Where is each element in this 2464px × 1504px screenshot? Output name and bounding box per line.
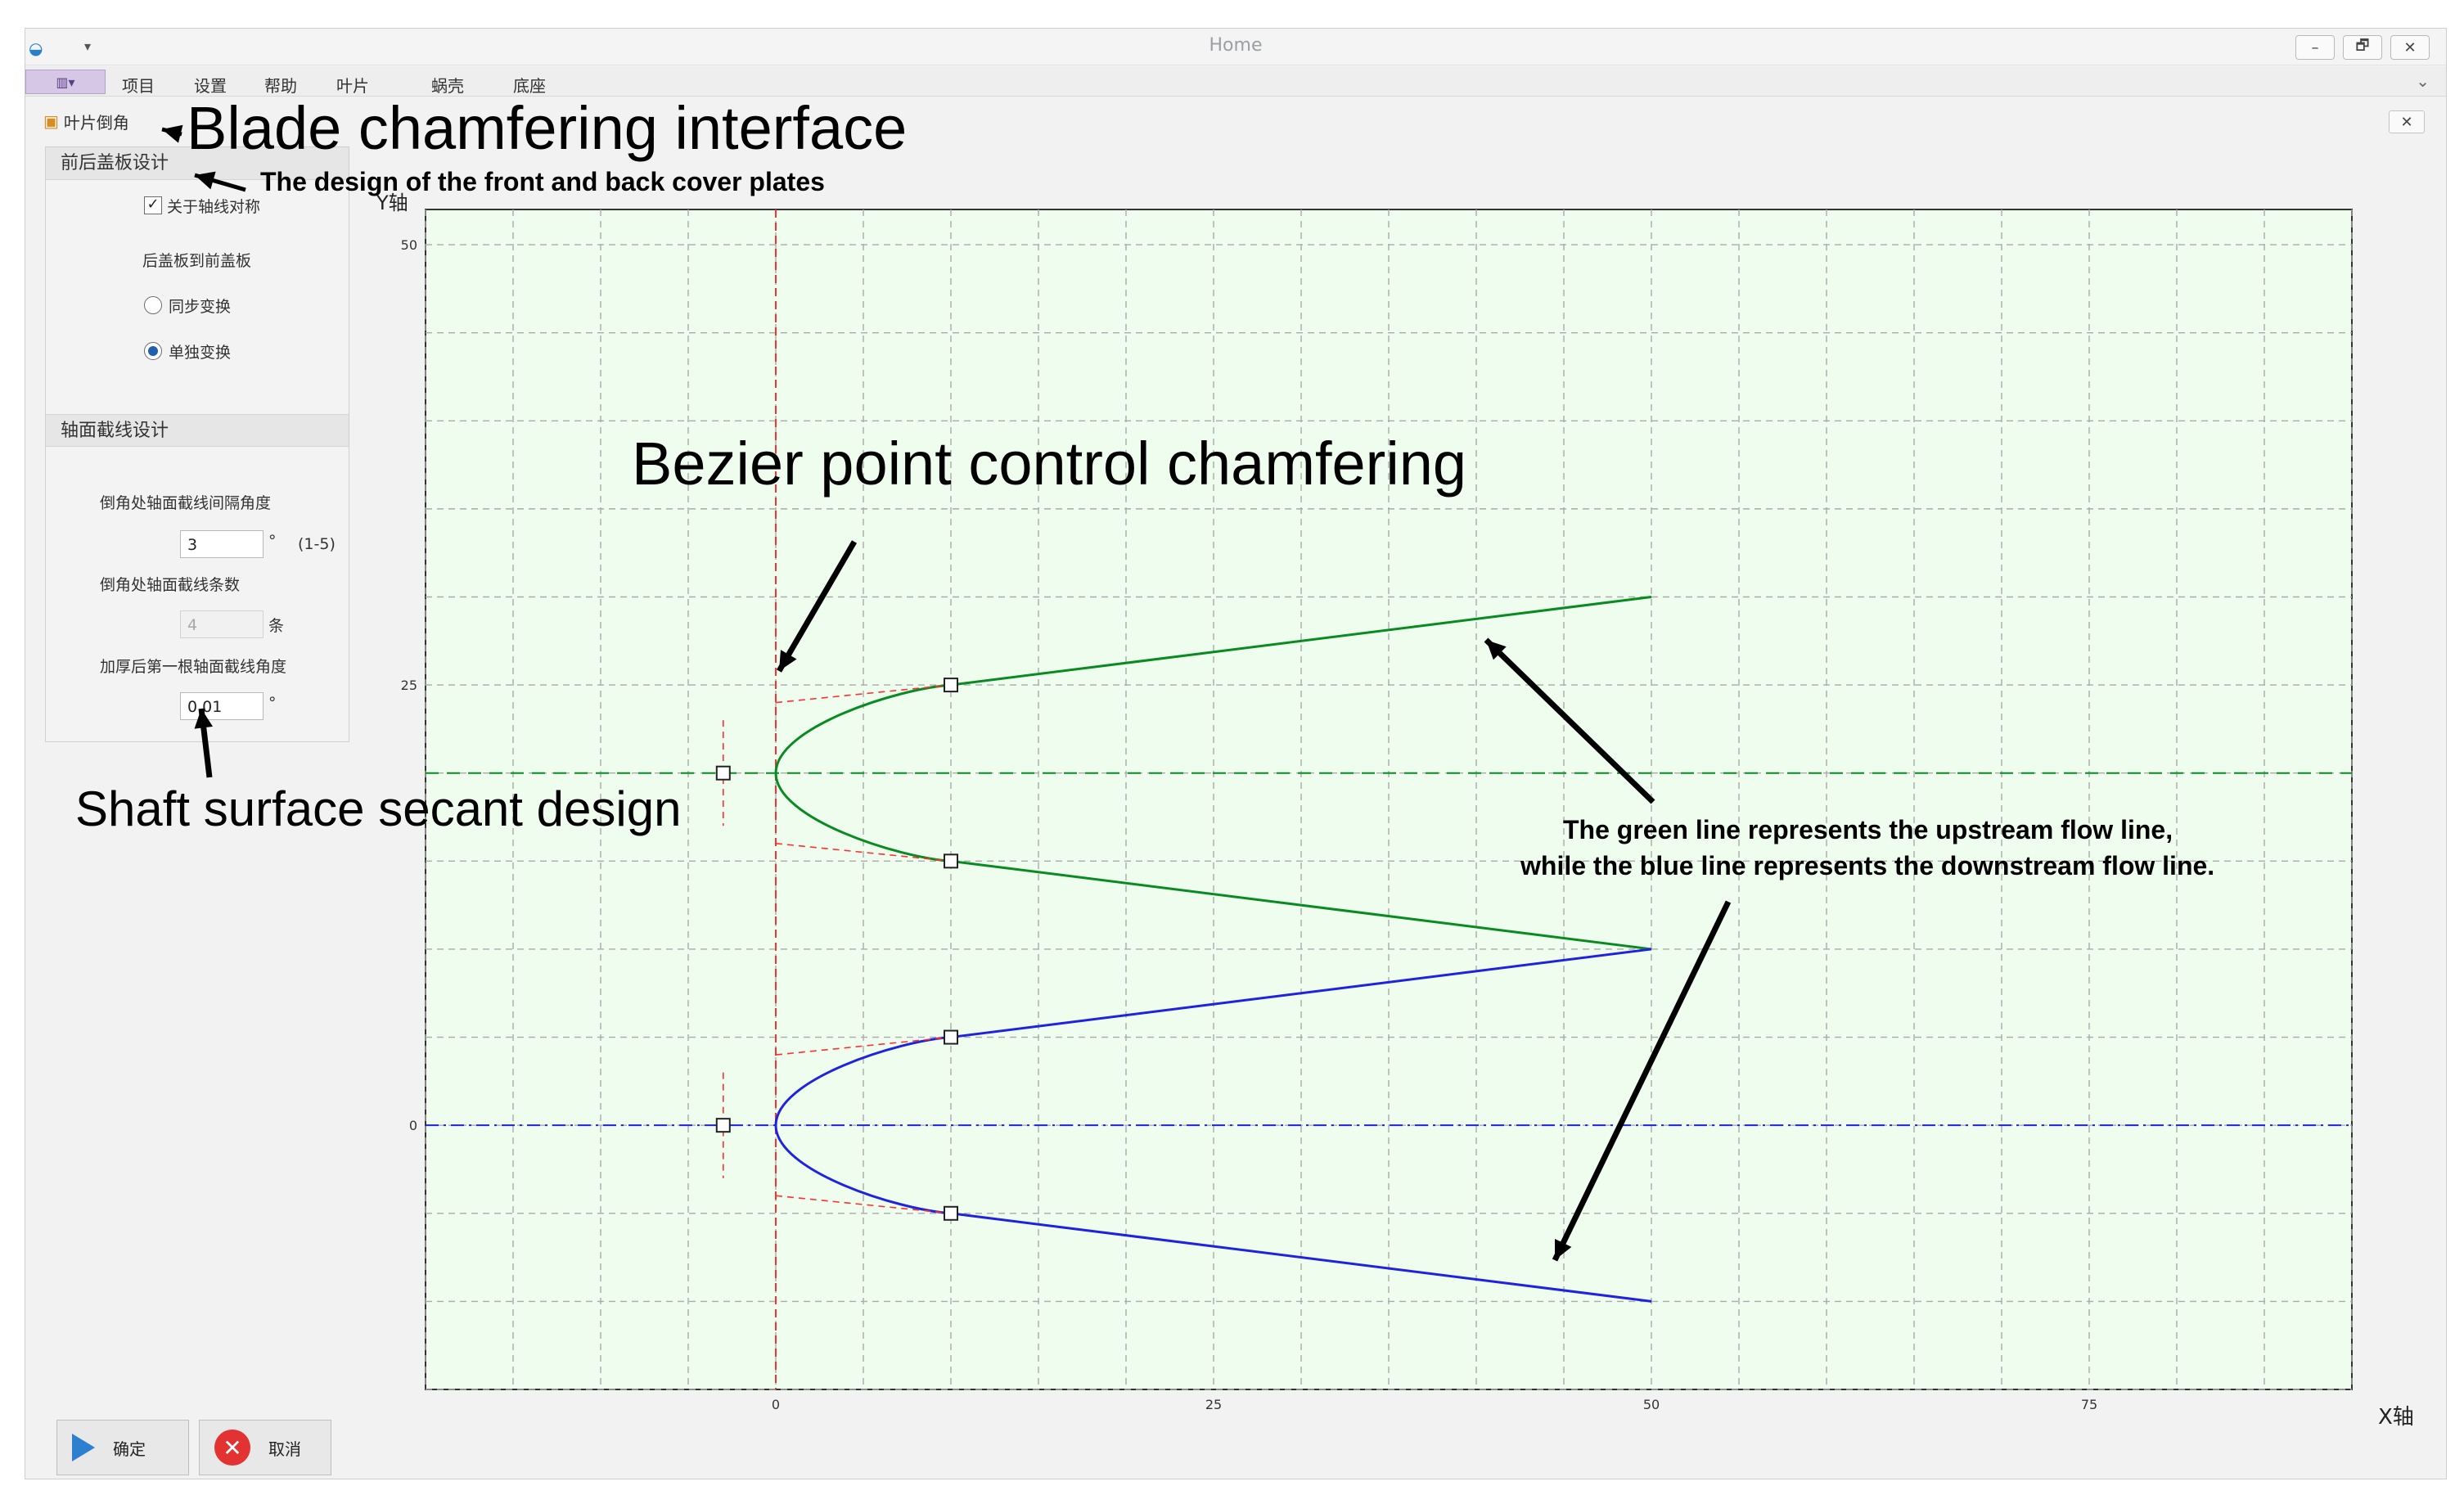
bezier-control-point[interactable] [944, 678, 958, 693]
annotation-blade-chamfer: Blade chamfering interface [187, 94, 908, 162]
group-label-back-to-front: 后盖板到前盖板 [142, 252, 252, 270]
y-tick-label: 0 [409, 1118, 417, 1133]
arrow-green-line [1484, 637, 1655, 804]
angle-interval-label: 倒角处轴面截线间隔角度 [100, 494, 272, 512]
bezier-control-point[interactable] [944, 1205, 958, 1221]
angle-range: (1-5) [298, 535, 336, 553]
upstream-flow-line [774, 596, 1652, 951]
ok-button[interactable]: 确定 [56, 1420, 189, 1475]
tangent-guide [775, 843, 952, 862]
annotation-lines-2: while the blue line represents the downs… [1520, 851, 2215, 880]
cancel-button[interactable]: ✕ 取消 [199, 1420, 331, 1475]
thicken-angle-label: 加厚后第一根轴面截线角度 [100, 658, 287, 676]
arrow-bezier-head [779, 650, 797, 671]
menu-item-settings[interactable]: 设置 [194, 76, 227, 96]
radio-single-transform[interactable] [144, 342, 162, 360]
y-axis-label: Y轴 [376, 191, 408, 214]
arrow-green-line-head [1486, 640, 1507, 660]
arrow-shaft-surface-head [194, 709, 213, 729]
app-logo-icon: ◒ [29, 38, 43, 58]
dialog-buttons: 确定 ✕ 取消 [45, 1412, 364, 1485]
radio-single-label: 单独变换 [169, 344, 232, 362]
x-axis-label: X轴 [2378, 1405, 2414, 1430]
menu-bar: ▥▾ 项目 设置 帮助 叶片 蜗壳 底座 ⌄ [25, 66, 2446, 97]
x-tick-label: 0 [772, 1397, 780, 1412]
minimize-button[interactable]: – [2295, 35, 2335, 60]
bezier-control-point[interactable] [715, 1118, 731, 1133]
arrow-tab-head [162, 124, 183, 143]
tangent-guide [775, 1195, 952, 1214]
angle-unit: ° [268, 532, 277, 550]
cancel-x-icon: ✕ [214, 1430, 250, 1466]
menu-item-help[interactable]: 帮助 [264, 76, 297, 96]
menu-item-project[interactable]: 项目 [122, 76, 155, 96]
symmetric-label: 关于轴线对称 [167, 198, 261, 216]
bezier-control-point[interactable] [715, 765, 731, 781]
ok-label: 确定 [113, 1439, 146, 1459]
close-tab-button[interactable]: ✕ [2389, 110, 2425, 133]
arrow-blue-line [1552, 900, 1732, 1262]
radio-sync-transform[interactable] [144, 296, 162, 314]
angle-interval-input[interactable]: 3 [180, 530, 264, 558]
annotation-shaft-surface: Shaft surface secant design [75, 781, 682, 836]
symmetric-checkbox[interactable]: ✓ [144, 196, 162, 214]
radio-sync-label: 同步变换 [169, 298, 232, 316]
y-tick-label: 25 [401, 678, 417, 693]
play-icon [72, 1434, 95, 1461]
cancel-label: 取消 [268, 1439, 301, 1459]
count-unit: 条 [268, 617, 285, 635]
thicken-unit: ° [268, 694, 277, 712]
doc-tab-label: 叶片倒角 [63, 112, 129, 133]
arrow-bezier [776, 540, 858, 673]
close-window-button[interactable]: ✕ [2390, 35, 2430, 60]
tangent-guide [775, 1036, 952, 1056]
menu-item-base[interactable]: 底座 [513, 76, 546, 96]
menu-item-volute[interactable]: 蜗壳 [431, 76, 464, 96]
restore-button[interactable]: 🗗 [2343, 35, 2382, 60]
menu-item-blade[interactable]: 叶片 [336, 76, 369, 96]
app-menu-button[interactable]: ▥▾ [25, 70, 106, 94]
doc-tab-blade-chamfer[interactable]: ▣ 叶片倒角 [43, 107, 129, 135]
y-tick-label: 50 [401, 237, 417, 253]
arrow-blue-line-head [1555, 1239, 1572, 1260]
line-count-label: 倒角处轴面截线条数 [100, 576, 241, 594]
blade-tab-icon: ▣ [43, 111, 59, 131]
x-tick-label: 75 [2081, 1397, 2097, 1412]
tangent-guide [775, 684, 952, 704]
title-bar: ◒ ▾ Home – 🗗 ✕ [25, 29, 2446, 65]
annotation-cover-plates: The design of the front and back cover p… [260, 167, 825, 196]
downstream-flow-line [774, 948, 1652, 1303]
section-header-shaft-surface: 轴面截线设计 [46, 414, 349, 447]
bezier-control-point[interactable] [944, 853, 958, 869]
window-title: Home [1209, 35, 1263, 56]
thicken-angle-input[interactable]: 0.01 [180, 692, 264, 720]
bezier-control-point[interactable] [944, 1029, 958, 1045]
x-tick-label: 25 [1205, 1397, 1222, 1412]
annotation-bezier: Bezier point control chamfering [632, 430, 1467, 498]
annotation-lines-1: The green line represents the upstream f… [1563, 815, 2173, 844]
app-menu-icon: ▥▾ [56, 74, 75, 90]
quick-access-dropdown-icon[interactable]: ▾ [84, 38, 92, 54]
arrow-cover-plates-head [195, 171, 216, 190]
x-tick-label: 50 [1643, 1397, 1660, 1412]
ribbon-collapse-icon[interactable]: ⌄ [2416, 71, 2430, 91]
line-count-input: 4 [180, 610, 264, 638]
settings-panel: 前后盖板设计 ✓ 关于轴线对称 后盖板到前盖板 同步变换 单独变换 轴面截线设计… [45, 146, 349, 742]
